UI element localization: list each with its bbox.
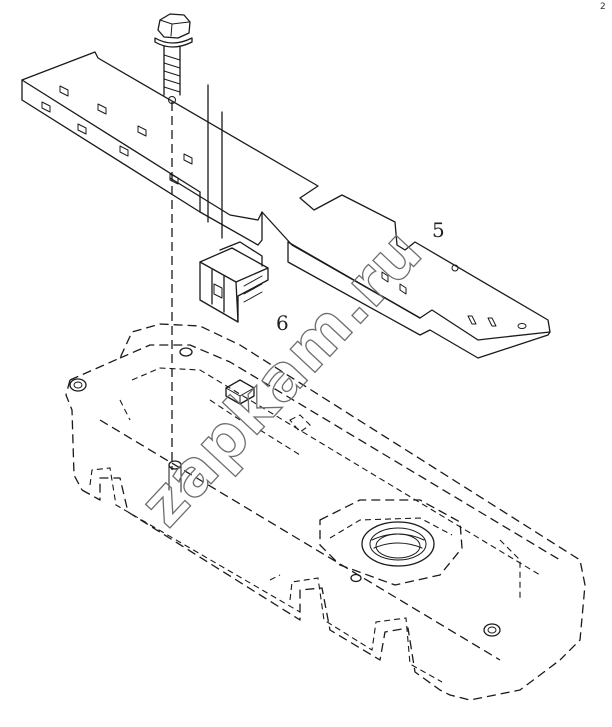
bolt: [154, 13, 193, 96]
mounting-bracket: [21, 51, 551, 359]
corner-mark: 2: [600, 2, 606, 12]
spacer-clip: [199, 241, 269, 323]
part-label-6: 6: [276, 311, 289, 335]
valve-cover: [65, 323, 586, 701]
support-strip: [207, 84, 223, 239]
bracket-slots: [41, 85, 527, 329]
part-label-5: 5: [432, 218, 445, 242]
